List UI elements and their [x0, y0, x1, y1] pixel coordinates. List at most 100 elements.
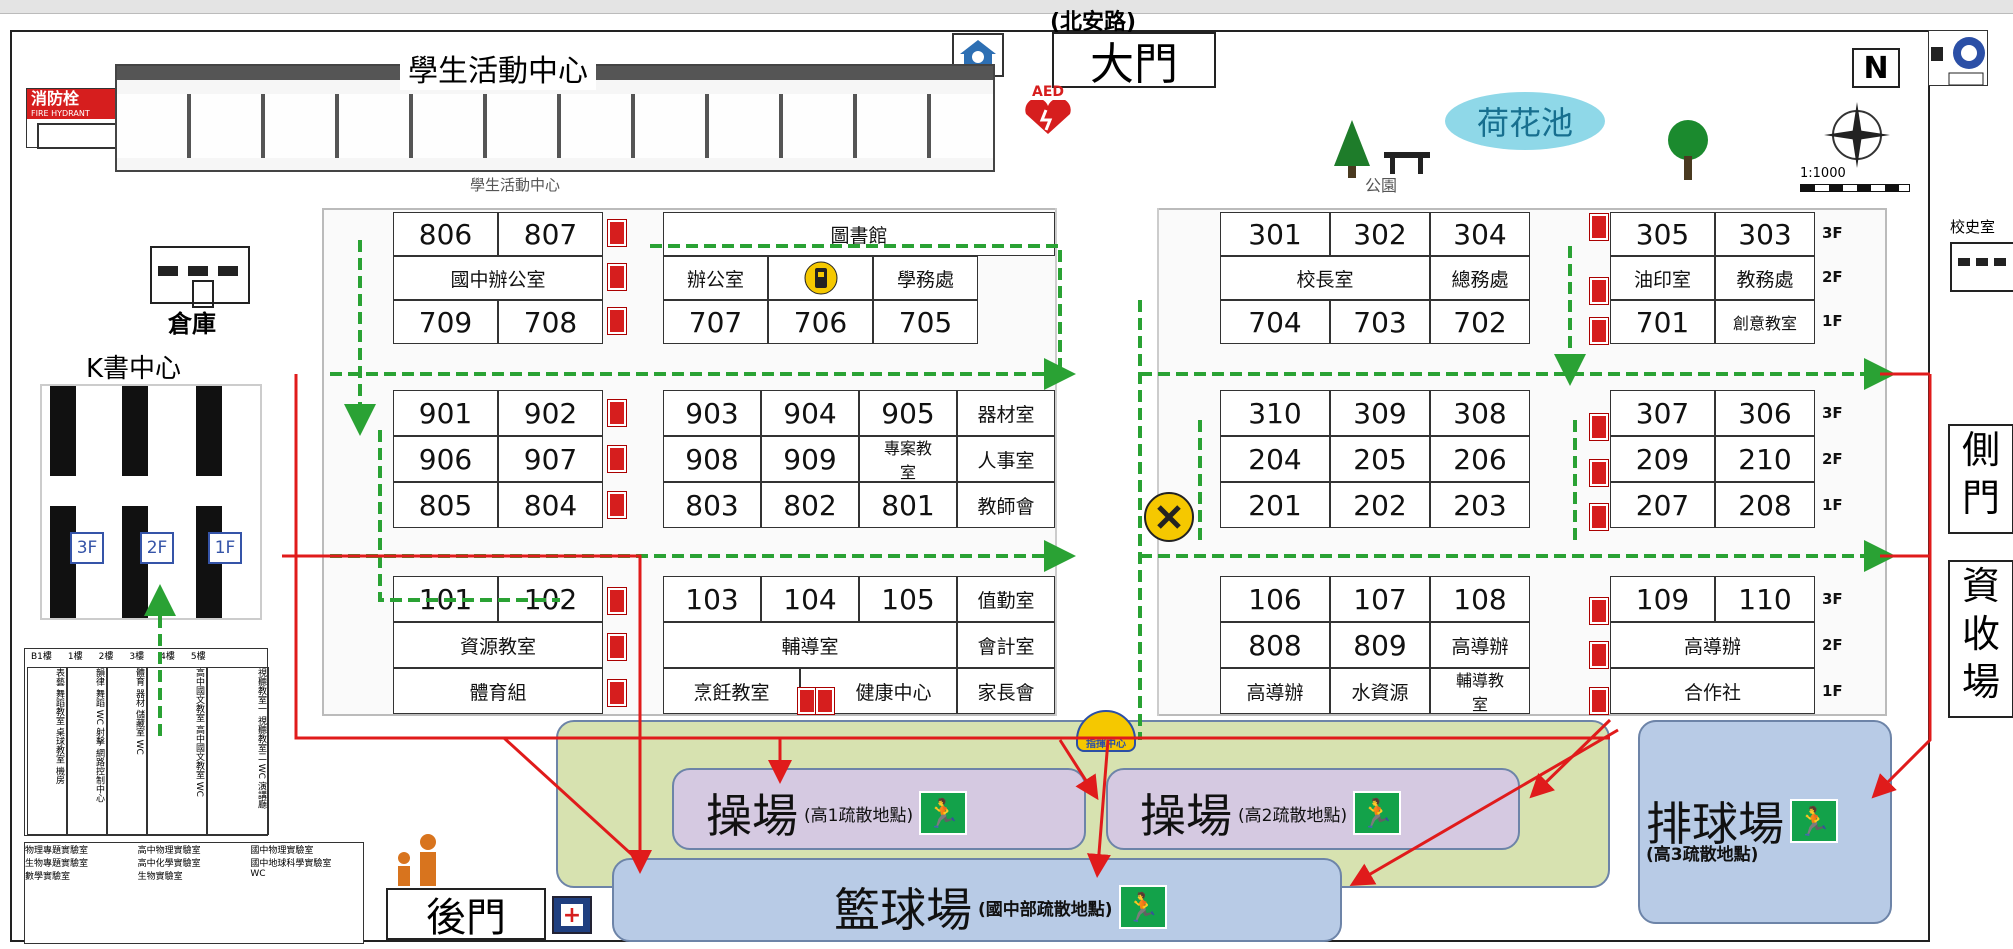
room-701: 701: [1610, 300, 1715, 344]
exit-running-icon: 🏃: [1790, 799, 1838, 843]
fire-hydrant-sign: 消防栓 FIRE HYDRANT: [26, 88, 124, 149]
room-304: 304: [1430, 212, 1530, 256]
room-209: 209: [1610, 436, 1715, 482]
room-105: 105: [859, 576, 957, 622]
room-905: 905: [859, 390, 957, 436]
warehouse-icon: [150, 246, 250, 308]
field-2-sub: (高2疏散地點): [1238, 805, 1348, 826]
mini-lab-table: 物理專題實驗室高中物理實驗室國中物理實驗室 生物專題實驗室高中化學實驗室國中地球…: [24, 842, 364, 944]
room-student-affairs: 學務處: [873, 256, 978, 300]
k-center-building: [40, 384, 262, 620]
basketball-sub: (國中部疏散地點): [978, 899, 1113, 920]
mini-col-4: 高中國文教室 高中國文教室 WC: [147, 667, 207, 835]
extinguisher-icon: [1589, 213, 1609, 241]
room-809: 809: [1330, 622, 1430, 668]
compass-icon: [1822, 100, 1892, 174]
room-general-affairs: 總務處: [1430, 256, 1530, 300]
volleyball-sub: (高3疏散地點): [1646, 845, 1759, 865]
mini-building-map: B1樓 1樓 2樓 3樓 4樓 5樓 表藝 舞蹈教室 桌球教室 機房 韻律 舞蹈…: [24, 648, 269, 836]
room-704: 704: [1220, 300, 1330, 344]
floor-1f-c: 1F: [1822, 682, 1843, 700]
volleyball-name: 排球場: [1646, 797, 1784, 851]
room-901: 901: [393, 390, 498, 436]
room-personnel: 人事室: [957, 436, 1055, 482]
room-210: 210: [1715, 436, 1815, 482]
police-emblem-icon: [1928, 30, 1988, 86]
mini-col-3: 體育 器材 儲藏室 WC: [107, 667, 147, 835]
field-1-sub: (高1疏散地點): [804, 805, 914, 826]
room-706: 706: [768, 300, 873, 344]
room-110: 110: [1715, 576, 1815, 622]
room-903: 903: [663, 390, 761, 436]
room-803: 803: [663, 482, 761, 528]
back-gate-label: 後門: [386, 888, 546, 941]
room-hs-mentor-office-c: 高導辦: [1610, 622, 1815, 668]
floor-2f-a: 2F: [1822, 268, 1843, 286]
basketball-court: 籃球場 (國中部疏散地點) 🏃: [612, 858, 1342, 942]
room-106: 106: [1220, 576, 1330, 622]
room-709: 709: [393, 300, 498, 344]
broadleaf-tree-icon: [1660, 118, 1716, 186]
window-top-bar: [0, 0, 2013, 14]
room-705: 705: [873, 300, 978, 344]
k-floor-1f: 1F: [208, 532, 242, 564]
extinguisher-icon: [1589, 687, 1609, 715]
room-103: 103: [663, 576, 761, 622]
field-2-name: 操場: [1140, 789, 1232, 843]
extinguisher-icon: [1589, 641, 1609, 669]
room-104: 104: [761, 576, 859, 622]
room-principal: 校長室: [1220, 256, 1430, 300]
exit-running-icon: 🏃: [919, 791, 968, 835]
room-academic-affairs: 教務處: [1715, 256, 1815, 300]
extinguisher-icon: [1589, 317, 1609, 345]
park-label: 公園: [1365, 176, 1398, 195]
room-307: 307: [1610, 390, 1715, 436]
aed-icon: AED: [1018, 84, 1078, 136]
mini-floor-5: 5樓: [190, 652, 206, 662]
floor-1f-a: 1F: [1822, 312, 1843, 330]
extinguisher-icon: [607, 399, 627, 427]
room-206: 206: [1430, 436, 1530, 482]
room-109: 109: [1610, 576, 1715, 622]
room-310: 310: [1220, 390, 1330, 436]
mini-col-5: 視聽教室一 視聽教室二 WC 演講廳: [207, 667, 269, 835]
hydrant-sub: FIRE HYDRANT: [27, 109, 123, 119]
student-center-title: 學生活動中心: [400, 46, 596, 90]
room-802: 802: [761, 482, 859, 528]
k-floor-2f: 2F: [140, 532, 174, 564]
room-counseling-classroom: 輔導教室: [1430, 668, 1530, 714]
room-805: 805: [393, 482, 498, 528]
room-accounting: 會計室: [957, 622, 1055, 668]
field-1-name: 操場: [706, 789, 798, 843]
room-202: 202: [1330, 482, 1430, 528]
room-equipment: 器材室: [957, 390, 1055, 436]
field-1-evacuation: 操場 (高1疏散地點) 🏃: [672, 768, 1086, 850]
recycle-area-label: 資收場: [1948, 560, 2013, 718]
tree-icon: [1330, 118, 1374, 184]
room-office: 辦公室: [663, 256, 768, 300]
floor-2f-b: 2F: [1822, 450, 1843, 468]
room-904: 904: [761, 390, 859, 436]
floor-1f-b: 1F: [1822, 496, 1843, 514]
room-creative: 創意教室: [1715, 300, 1815, 344]
extinguisher-icon: [607, 587, 627, 615]
floor-3f-b: 3F: [1822, 404, 1843, 422]
room-907: 907: [498, 436, 603, 482]
room-101: 101: [393, 576, 498, 622]
side-gate-label: 側門: [1948, 424, 2013, 534]
room-teachers-union: 教師會: [957, 482, 1055, 528]
tools-icon: [1144, 492, 1194, 542]
room-301: 301: [1220, 212, 1330, 256]
hydrant-title: 消防栓: [27, 89, 123, 109]
exit-running-icon: 🏃: [1353, 791, 1402, 835]
room-coop: 合作社: [1610, 668, 1815, 714]
extinguisher-icon: [1589, 503, 1609, 531]
extinguisher-icon: [1589, 413, 1609, 441]
history-room-icon: [1950, 242, 2013, 292]
central-corridor: [1055, 208, 1159, 716]
room-305: 305: [1610, 212, 1715, 256]
field-2-evacuation: 操場 (高2疏散地點) 🏃: [1106, 768, 1520, 850]
lotus-pond: 荷花池: [1445, 92, 1605, 150]
extinguisher-icon: [607, 445, 627, 473]
room-309: 309: [1330, 390, 1430, 436]
